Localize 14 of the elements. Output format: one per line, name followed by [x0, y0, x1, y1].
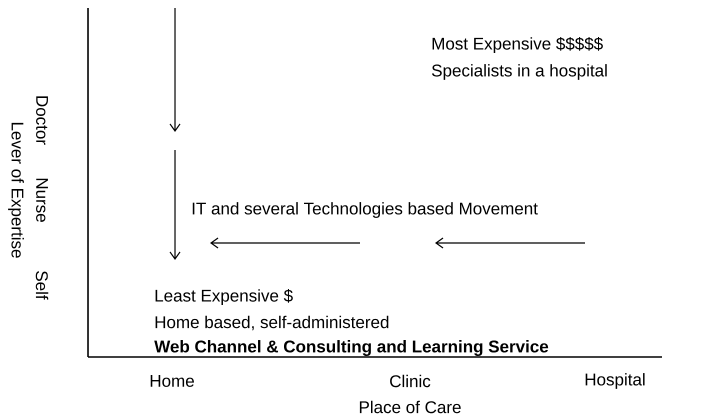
note-text: Home based, self-administered [156, 316, 388, 330]
axis-tick-label: Clinic [390, 374, 430, 388]
axis-title: Lever of Expertise [8, 122, 24, 258]
note-text: Least Expensive $ [156, 288, 293, 306]
axis-tick-label: Self [36, 271, 48, 300]
axis-tick-label: Nurse [36, 178, 48, 222]
note-text: Specialists in a hospital [432, 64, 607, 80]
axis-tick-label: Hospital [586, 373, 645, 389]
axis-title: Place of Care [360, 400, 461, 414]
axis-tick-label: Doctor [36, 96, 48, 145]
note-text: Web Channel & Consulting and Learning Service [154, 340, 548, 356]
axis-tick-label: Home [150, 375, 194, 387]
note-text: IT and several Technologies based Movement [192, 202, 538, 218]
note-text: Most Expensive $$$$$ [432, 36, 603, 54]
